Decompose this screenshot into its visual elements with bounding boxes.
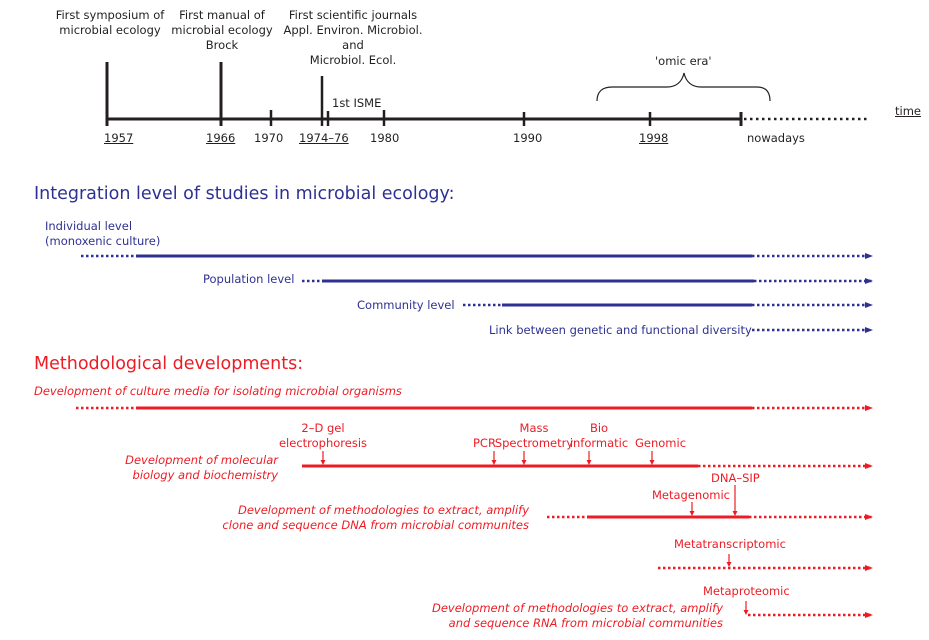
tick-label-1970: 1970	[254, 131, 284, 145]
event-1974-line2: Appl. Environ. Microbiol.	[283, 23, 423, 37]
event-1966-line3: Brock	[205, 38, 239, 52]
metagenomic-arrow	[689, 502, 695, 516]
metatranscriptomic-label: Metatranscriptomic	[674, 537, 786, 551]
method-marker-arrows	[320, 451, 749, 615]
mass-line2: Spectrometry	[494, 436, 574, 450]
dnasip-arrow	[732, 485, 738, 516]
event-1974-line1: First scientific journals	[288, 8, 418, 22]
rna-methods-line1: Development of methodologies to extract,…	[431, 601, 723, 615]
mass-spec-label: Mass Spectrometry	[494, 421, 574, 451]
molecular-biology-line1: Development of molecular	[125, 453, 278, 467]
genomic-arrow	[649, 451, 655, 465]
event-1974: First scientific journals Appl. Environ.…	[282, 8, 424, 68]
pcr-arrow	[491, 451, 497, 465]
gel-arrow	[320, 451, 326, 465]
event-1966: First manual of microbial ecology Brock	[164, 8, 280, 53]
methods-lines	[76, 405, 873, 618]
gel-label: 2–D gel electrophoresis	[263, 421, 383, 451]
event-isme: 1st ISME	[332, 96, 382, 110]
bioinformatic-arrow	[586, 451, 592, 465]
omic-era-label: 'omic era'	[655, 54, 712, 68]
omic-era-brace	[596, 72, 771, 102]
gel-line2: electrophoresis	[278, 436, 368, 450]
bio-line1: Bio	[589, 421, 609, 435]
tick-label-1966: 1966	[206, 131, 236, 145]
gel-line1: 2–D gel	[301, 421, 345, 435]
genomic-label: Genomic	[635, 436, 687, 450]
tick-label-1974-76: 1974–76	[299, 131, 349, 145]
dna-methods-line2: clone and sequence DNA from microbial co…	[222, 518, 529, 532]
event-1957: First symposium of microbial ecology	[40, 8, 180, 38]
metaproteomic-arrow	[743, 601, 749, 615]
tick-label-1957: 1957	[104, 131, 134, 145]
pcr-label: PCR	[473, 436, 496, 450]
mass-line1: Mass	[519, 421, 549, 435]
bio-line2: informatic	[569, 436, 629, 450]
metatranscriptomic-arrow	[726, 554, 732, 567]
event-1957-line2: microbial ecology	[59, 23, 161, 37]
metagenomic-label: Metagenomic	[652, 488, 730, 502]
dna-methods-line1: Development of methodologies to extract,…	[237, 503, 529, 517]
event-1966-line2: microbial ecology	[171, 23, 273, 37]
individual-level-line1: Individual level	[45, 219, 133, 233]
methods-title: Methodological developments:	[34, 354, 304, 374]
dnasip-label: DNA–SIP	[711, 471, 760, 485]
dna-methods-label: Development of methodologies to extract,…	[200, 503, 529, 533]
culture-media-label: Development of culture media for isolati…	[34, 384, 402, 398]
bioinformatic-label: Bio informatic	[568, 421, 630, 451]
integration-title: Integration level of studies in microbia…	[34, 184, 455, 204]
tick-label-1998: 1998	[639, 131, 669, 145]
rna-methods-label: Development of methodologies to extract,…	[400, 601, 723, 631]
molecular-biology-label: Development of molecular biology and bio…	[100, 453, 278, 483]
community-level-label: Community level	[357, 298, 455, 312]
event-1966-line1: First manual of	[179, 8, 265, 22]
time-axis	[105, 62, 870, 126]
individual-level-line2: (monoxenic culture)	[45, 234, 161, 248]
event-1957-line1: First symposium of	[55, 8, 165, 22]
event-1974-line4: Microbiol. Ecol.	[309, 53, 397, 67]
rna-methods-line2: and sequence RNA from microbial communit…	[448, 616, 723, 630]
tick-label-nowadays: nowadays	[747, 131, 805, 145]
molecular-biology-line2: biology and biochemistry	[132, 468, 278, 482]
genetic-functional-link-label: Link between genetic and functional dive…	[489, 323, 752, 337]
event-1974-line3: and	[342, 38, 364, 52]
population-level-label: Population level	[203, 272, 295, 286]
individual-level-label: Individual level (monoxenic culture)	[45, 219, 160, 249]
tick-label-1980: 1980	[370, 131, 400, 145]
mass-spec-arrow	[521, 451, 527, 465]
integration-lines	[81, 253, 873, 333]
metaproteomic-label: Metaproteomic	[703, 584, 790, 598]
axis-label-time: time	[895, 104, 921, 118]
tick-label-1990: 1990	[513, 131, 543, 145]
